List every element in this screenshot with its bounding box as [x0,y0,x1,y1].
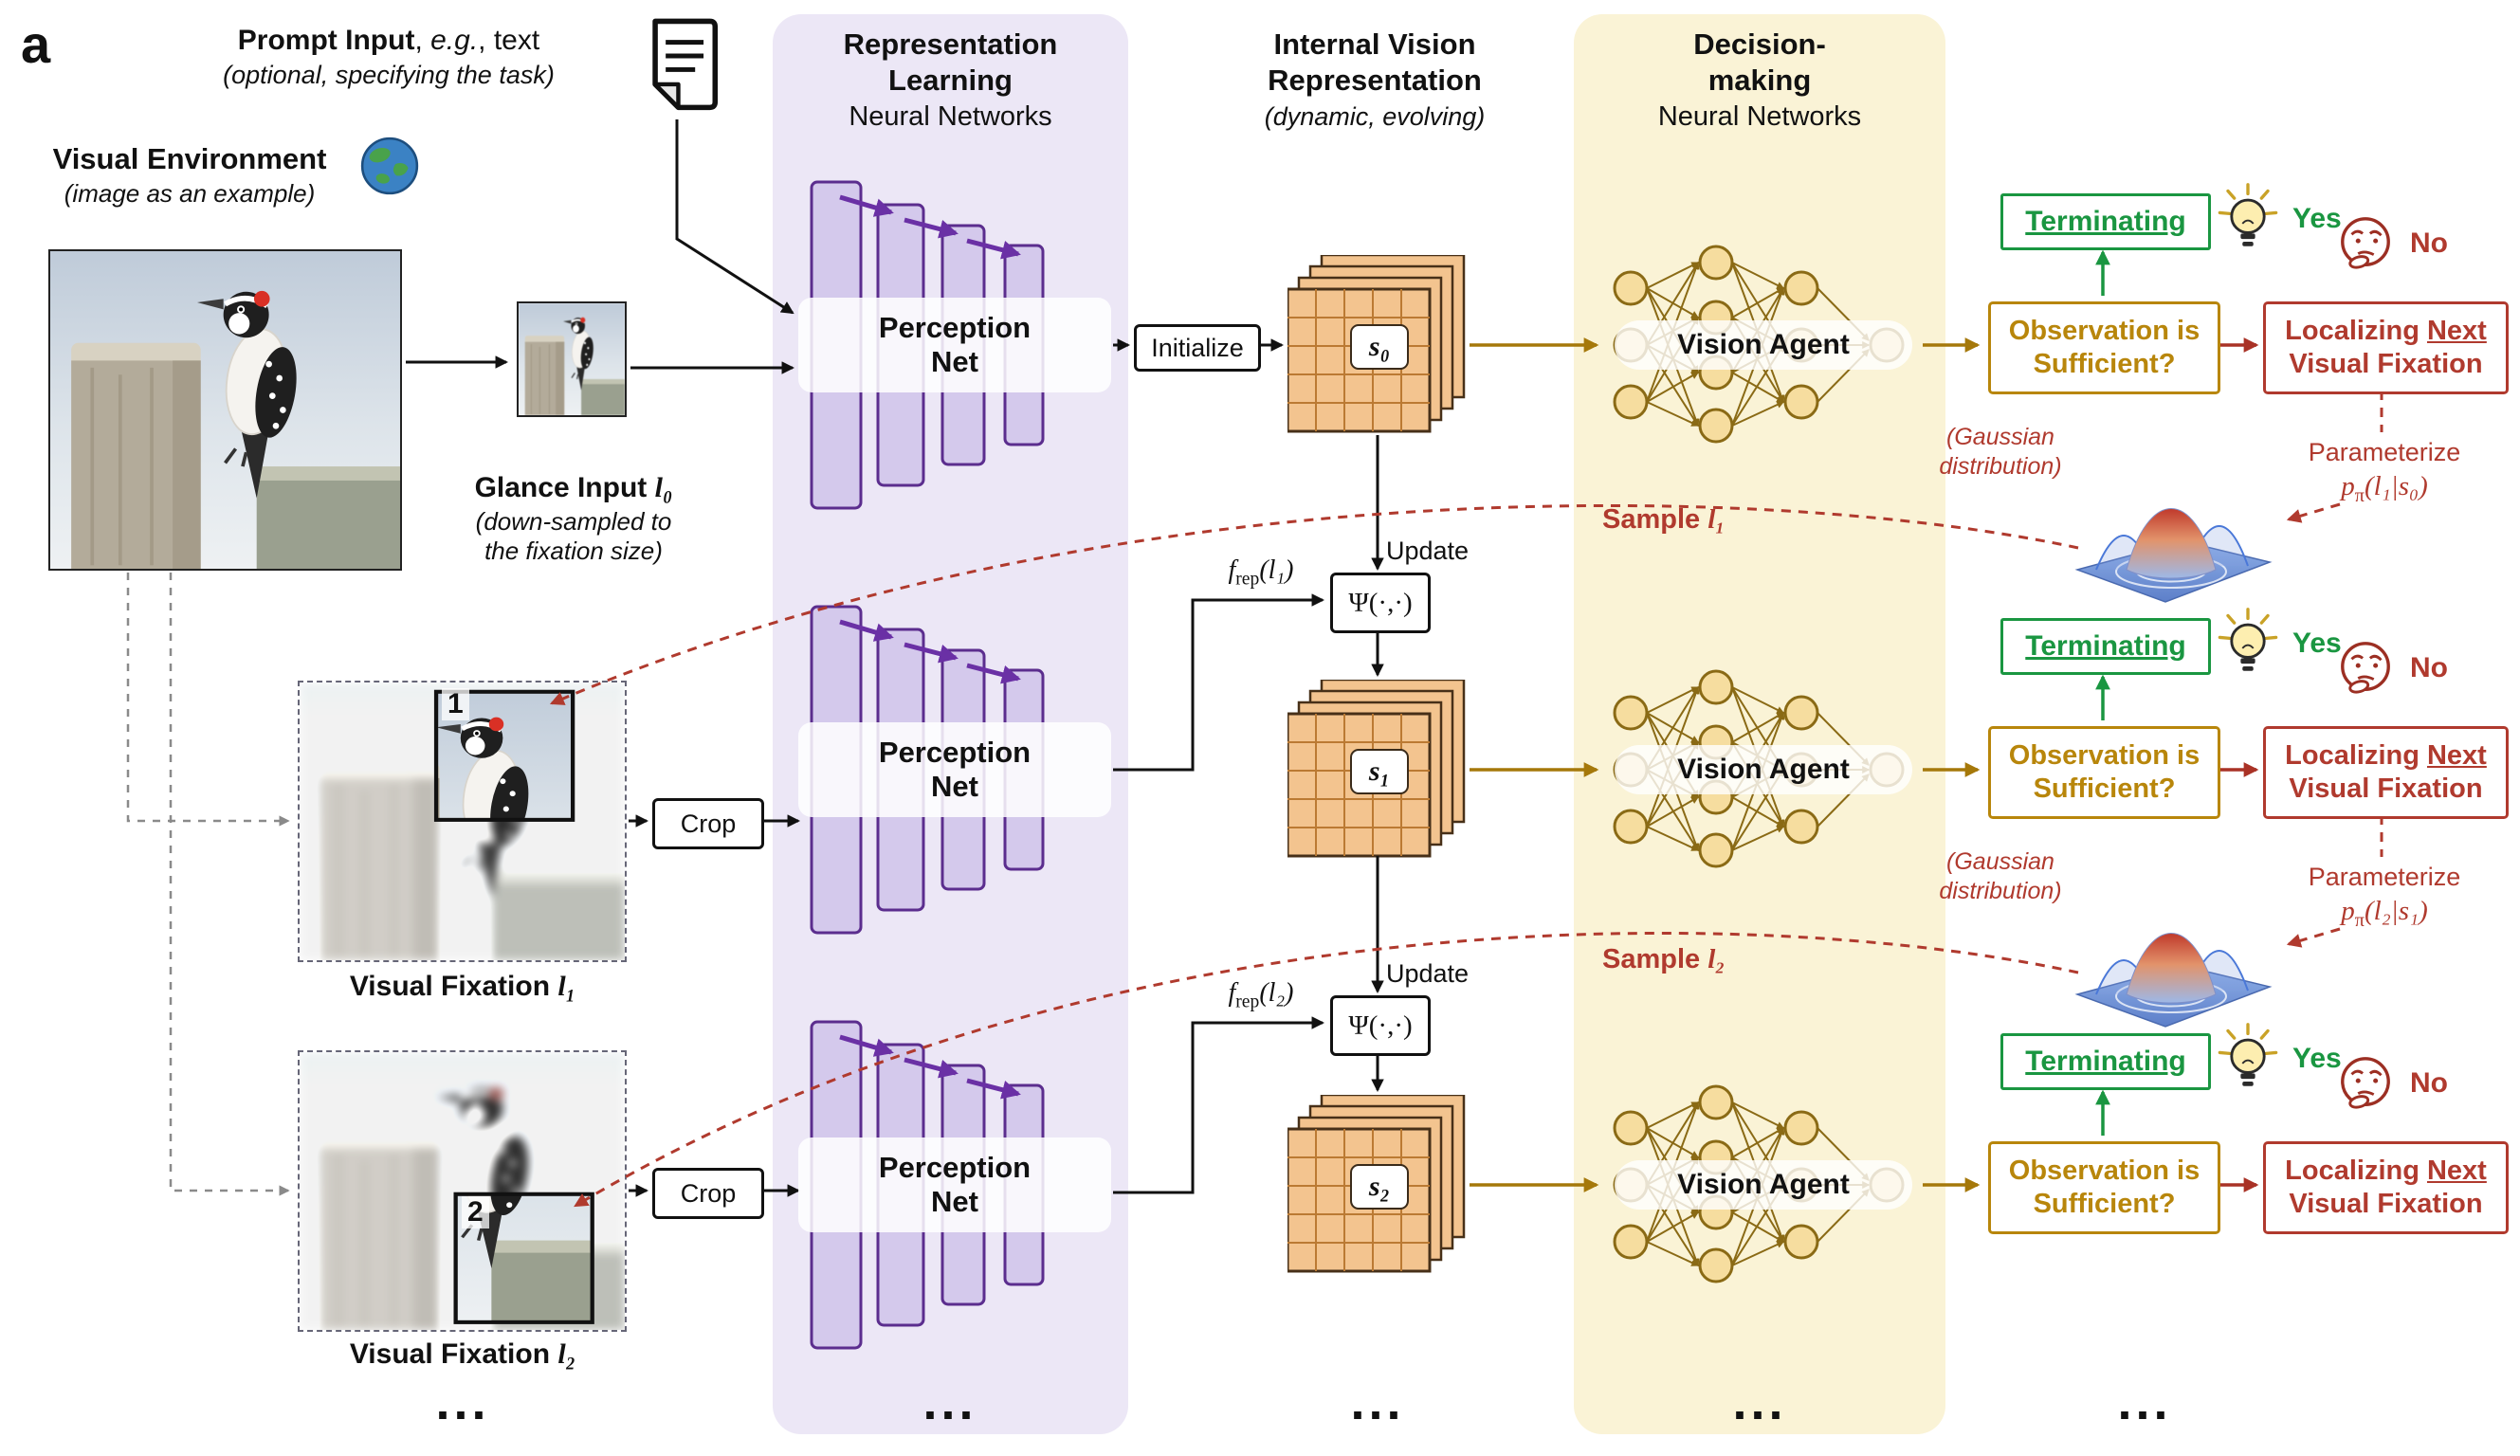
bird-photo [48,249,402,571]
lightbulb-icon-1 [2211,180,2285,262]
lightbulb-icon-3 [2211,1020,2285,1101]
crop-box-2: Crop [652,1168,764,1219]
initialize-box: Initialize [1134,324,1261,372]
vision-agent-label-2: Vision Agent [1615,745,1912,794]
dashed-image-to-fixation2 [169,573,290,1196]
panel-label: a [21,14,51,74]
fixation-1-crop-number: 1 [442,688,469,720]
f-rep-label-2: frep(l₂) [1228,978,1294,1012]
glance-image [517,301,627,417]
fixation-2-label: Visual Fixation l₂ [349,1338,576,1370]
terminating-box-3: Terminating [2000,1033,2211,1090]
parameterize-label-1: Parameterize pπ(l₁|s₀) [2308,438,2461,506]
gaussian-note-1: (Gaussian distribution) [1939,424,2062,480]
prompt-input-note: (optional, specifying the task) [223,61,555,89]
yes-label-1: Yes [2292,203,2342,234]
fixation-2-crop-number: 2 [462,1196,489,1228]
fixation-1-label: Visual Fixation l₁ [349,971,576,1002]
document-icon [647,17,721,114]
thinking-face-icon-1 [2336,214,2395,273]
yes-label-2: Yes [2292,628,2342,659]
internal-vision-heading: Internal Vision Representation (dynamic,… [1264,27,1486,131]
parameterize-label-2: Parameterize pπ(l₂|s₁) [2308,863,2461,931]
crop-box-1: Crop [652,798,764,849]
sample-l1-label: Sample l₁ [1602,504,1726,535]
no-label-2: No [2410,652,2448,683]
observation-box-1: Observation is Sufficient? [1988,301,2220,394]
globe-icon [358,135,421,197]
gaussian-note-2: (Gaussian distribution) [1939,848,2062,904]
prompt-input-heading: Prompt Input, e.g., text (optional, spec… [142,25,635,90]
ellipsis-state-column: ... [1350,1374,1405,1430]
state-label-s2: s₂ [1350,1164,1409,1210]
gaussian-distribution-plot-1 [2072,464,2275,606]
representation-learning-heading: Representation Learning Neural Networks [843,27,1058,132]
perception-net-label-2: Perception Net [798,722,1111,817]
gaussian-distribution-plot-2 [2072,888,2275,1030]
vision-agent-label-3: Vision Agent [1615,1160,1912,1210]
ellipsis-decision-column: ... [1732,1374,1787,1430]
decision-making-heading: Decision- making Neural Networks [1657,27,1862,132]
state-label-s1: s₁ [1350,749,1409,794]
vision-agent-label-1: Vision Agent [1615,320,1912,370]
update-label-1: Update [1386,537,1470,565]
sample-l2-label: Sample l₂ [1602,944,1726,974]
thinking-face-icon-2 [2336,639,2395,698]
visual-environment-heading: Visual Environment (image as an example) [52,142,327,208]
prompt-input-title: Prompt Input [237,25,415,56]
no-label-1: No [2410,228,2448,259]
f-rep-label-1: frep(l₁) [1228,555,1294,590]
ellipsis-right-column: ... [2117,1374,2172,1430]
ellipsis-left-column: ... [435,1374,490,1430]
localizing-box-2: Localizing Next Visual Fixation [2263,726,2509,819]
localizing-box-1: Localizing Next Visual Fixation [2263,301,2509,394]
perception-net-label-3: Perception Net [798,1138,1111,1232]
fixation-2-image [298,1050,627,1332]
observation-box-3: Observation is Sufficient? [1988,1141,2220,1234]
yes-label-3: Yes [2292,1043,2342,1074]
terminating-box-2: Terminating [2000,618,2211,675]
observation-box-2: Observation is Sufficient? [1988,726,2220,819]
no-label-3: No [2410,1067,2448,1099]
glance-input-label: Glance Input l₀ (down-sampled to the fix… [474,472,673,565]
update-label-2: Update [1386,959,1470,988]
fixation-1-image [298,681,627,962]
terminating-box-1: Terminating [2000,193,2211,250]
thinking-face-icon-3 [2336,1054,2395,1113]
dashed-image-to-fixation1 [126,573,290,827]
localizing-box-3: Localizing Next Visual Fixation [2263,1141,2509,1234]
lightbulb-icon-2 [2211,605,2285,686]
state-label-s0: s₀ [1350,324,1409,370]
ellipsis-representation-column: ... [922,1374,977,1430]
perception-net-label-1: Perception Net [798,298,1111,392]
